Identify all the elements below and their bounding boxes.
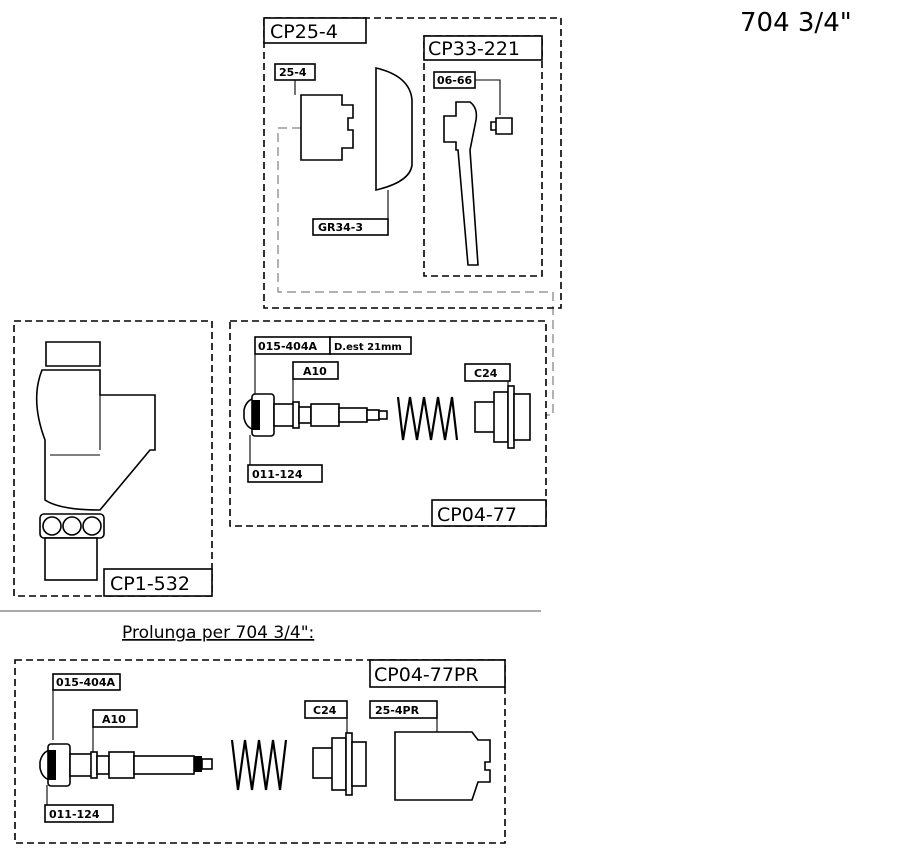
- part-label: GR34-3: [318, 221, 363, 234]
- part-06-66: [490, 117, 513, 135]
- group-cp04-77: 015-404A D.est 21mm A10 C24 011-124: [229, 320, 547, 527]
- part-label: A10: [303, 365, 327, 378]
- part-label: 011-124: [49, 808, 100, 821]
- part-label: C24: [474, 367, 498, 380]
- group-label: CP25-4: [270, 21, 338, 43]
- part-25-4: [300, 94, 354, 161]
- lever: [443, 101, 479, 266]
- spring: [230, 739, 288, 791]
- valve-body: [35, 369, 156, 511]
- part-label: 015-404A: [56, 676, 115, 689]
- part-c24: [474, 385, 531, 449]
- group-cp25-4: CP25-4 25-4 GR34-3: [263, 17, 562, 309]
- part-label: 25-4: [279, 66, 307, 79]
- model-title: 704 3/4": [740, 8, 852, 38]
- part-label: 015-404A: [258, 340, 317, 353]
- group-cp33-221: CP33-221 06-66: [423, 35, 543, 277]
- group-label: CP1-532: [110, 573, 190, 595]
- part-label: A10: [102, 713, 126, 726]
- part-c24: [312, 732, 367, 796]
- group-label: CP04-77: [437, 504, 517, 526]
- part-label: 25-4PR: [375, 704, 420, 717]
- spring: [396, 396, 459, 441]
- part-label: 011-124: [252, 468, 303, 481]
- part-gr34-3: [375, 66, 413, 192]
- part-label: D.est 21mm: [334, 342, 402, 353]
- spindle-long: [39, 743, 213, 787]
- section-title: Prolunga per 704 3/4":: [122, 623, 314, 643]
- spindle: [243, 393, 388, 437]
- part-25-4pr: [394, 731, 491, 801]
- part-label: 06-66: [437, 74, 473, 87]
- group-label: CP04-77PR: [374, 664, 479, 686]
- part-label: C24: [313, 704, 337, 717]
- group-cp1-532: CP1-532: [13, 320, 213, 597]
- group-cp04-77pr: CP04-77PR 015-404A A10 C24 25-4PR 011-12…: [14, 659, 506, 844]
- nut: [45, 341, 101, 367]
- group-label: CP33-221: [428, 38, 520, 60]
- connector-line: [277, 127, 554, 416]
